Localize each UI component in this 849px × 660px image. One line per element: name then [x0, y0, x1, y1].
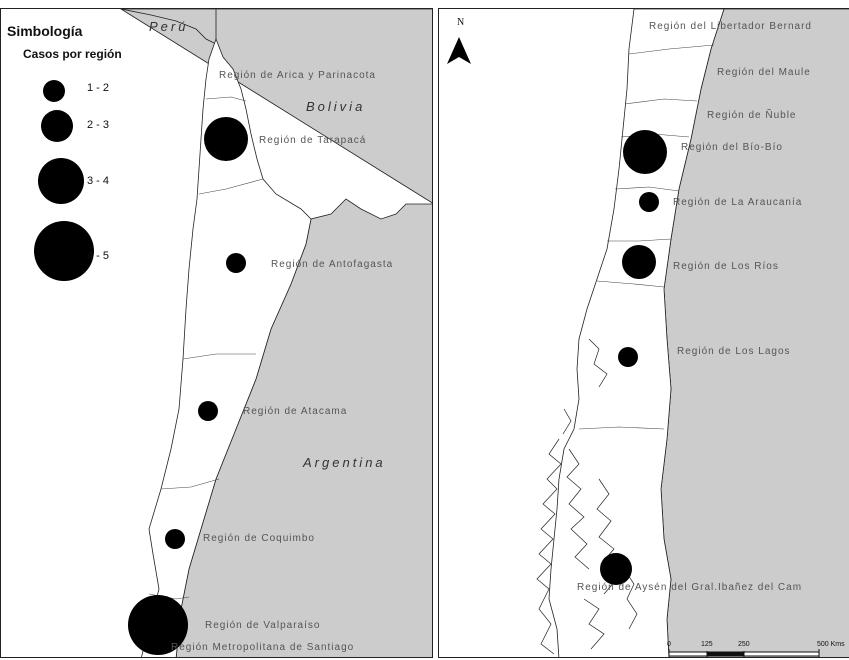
- scale-tick-250: 250: [738, 641, 750, 648]
- symbol-valparaiso: [128, 595, 188, 655]
- legend-symbol-2-3: [41, 110, 73, 142]
- symbol-coquimbo: [165, 529, 185, 549]
- region-label-antofagasta: Región de Antofagasta: [271, 259, 394, 270]
- north-arrow-label: N: [457, 17, 465, 28]
- map-panel-south: N Región del Libertador Bernard Región d…: [438, 8, 849, 658]
- map-panel-north: Simbología Casos por región 1 - 2 2 - 3 …: [0, 8, 433, 658]
- region-label-arica: Región de Arica y Parinacota: [219, 70, 376, 81]
- region-label-valparaiso: Región de Valparaíso: [205, 620, 321, 631]
- country-label-peru: Perú: [149, 19, 189, 34]
- legend-subtitle: Casos por región: [23, 47, 122, 61]
- region-label-coquimbo: Región de Coquimbo: [203, 533, 315, 544]
- country-label-argentina: Argentina: [303, 455, 386, 470]
- map-south-svg: [447, 9, 849, 657]
- legend-symbol-4-5: [34, 221, 94, 281]
- symbol-atacama: [198, 401, 218, 421]
- peru-land: [120, 9, 217, 45]
- legend-label-3: 3 - 4: [87, 175, 110, 187]
- legend-label-4: 4 - 5: [87, 250, 110, 262]
- region-label-libertador: Región del Libertador Bernard: [649, 21, 812, 32]
- symbol-aysen: [600, 553, 632, 585]
- region-label-tarapaca: Región de Tarapacá: [259, 135, 367, 146]
- scale-tick-0: 0: [667, 641, 671, 648]
- region-label-aysen: Región de Aysén del Gral.Ibañez del Cam: [577, 582, 803, 593]
- region-label-los-rios: Región de Los Ríos: [673, 261, 779, 272]
- map-north-svg: [34, 9, 432, 657]
- symbol-tarapaca: [204, 117, 248, 161]
- legend-title: Simbología: [7, 23, 83, 39]
- legend-symbol-1-2: [43, 80, 65, 102]
- scale-bar: [668, 649, 820, 657]
- scale-tick-500: 500 Kms: [817, 641, 845, 648]
- symbol-los-lagos: [618, 347, 638, 367]
- legend-symbol-3-4: [38, 158, 84, 204]
- country-label-bolivia: Bolivia: [306, 99, 366, 114]
- region-label-nuble: Región de Ñuble: [707, 110, 797, 121]
- symbol-araucania: [639, 192, 659, 212]
- symbol-antofagasta: [226, 253, 246, 273]
- symbol-biobio: [623, 130, 667, 174]
- scale-tick-125: 125: [701, 641, 713, 648]
- region-label-araucania: Región de La Araucanía: [673, 197, 803, 208]
- legend-label-2: 2 - 3: [87, 119, 110, 131]
- region-label-metropolitana: Región Metropolitana de Santiago: [171, 642, 355, 653]
- north-arrow-icon: [447, 37, 471, 64]
- region-label-los-lagos: Región de Los Lagos: [677, 346, 791, 357]
- region-label-atacama: Región de Atacama: [243, 406, 348, 417]
- legend-label-1: 1 - 2: [87, 82, 110, 94]
- region-label-maule: Región del Maule: [717, 67, 811, 78]
- region-label-biobio: Región del Bío-Bío: [681, 142, 783, 153]
- symbol-los-rios: [622, 245, 656, 279]
